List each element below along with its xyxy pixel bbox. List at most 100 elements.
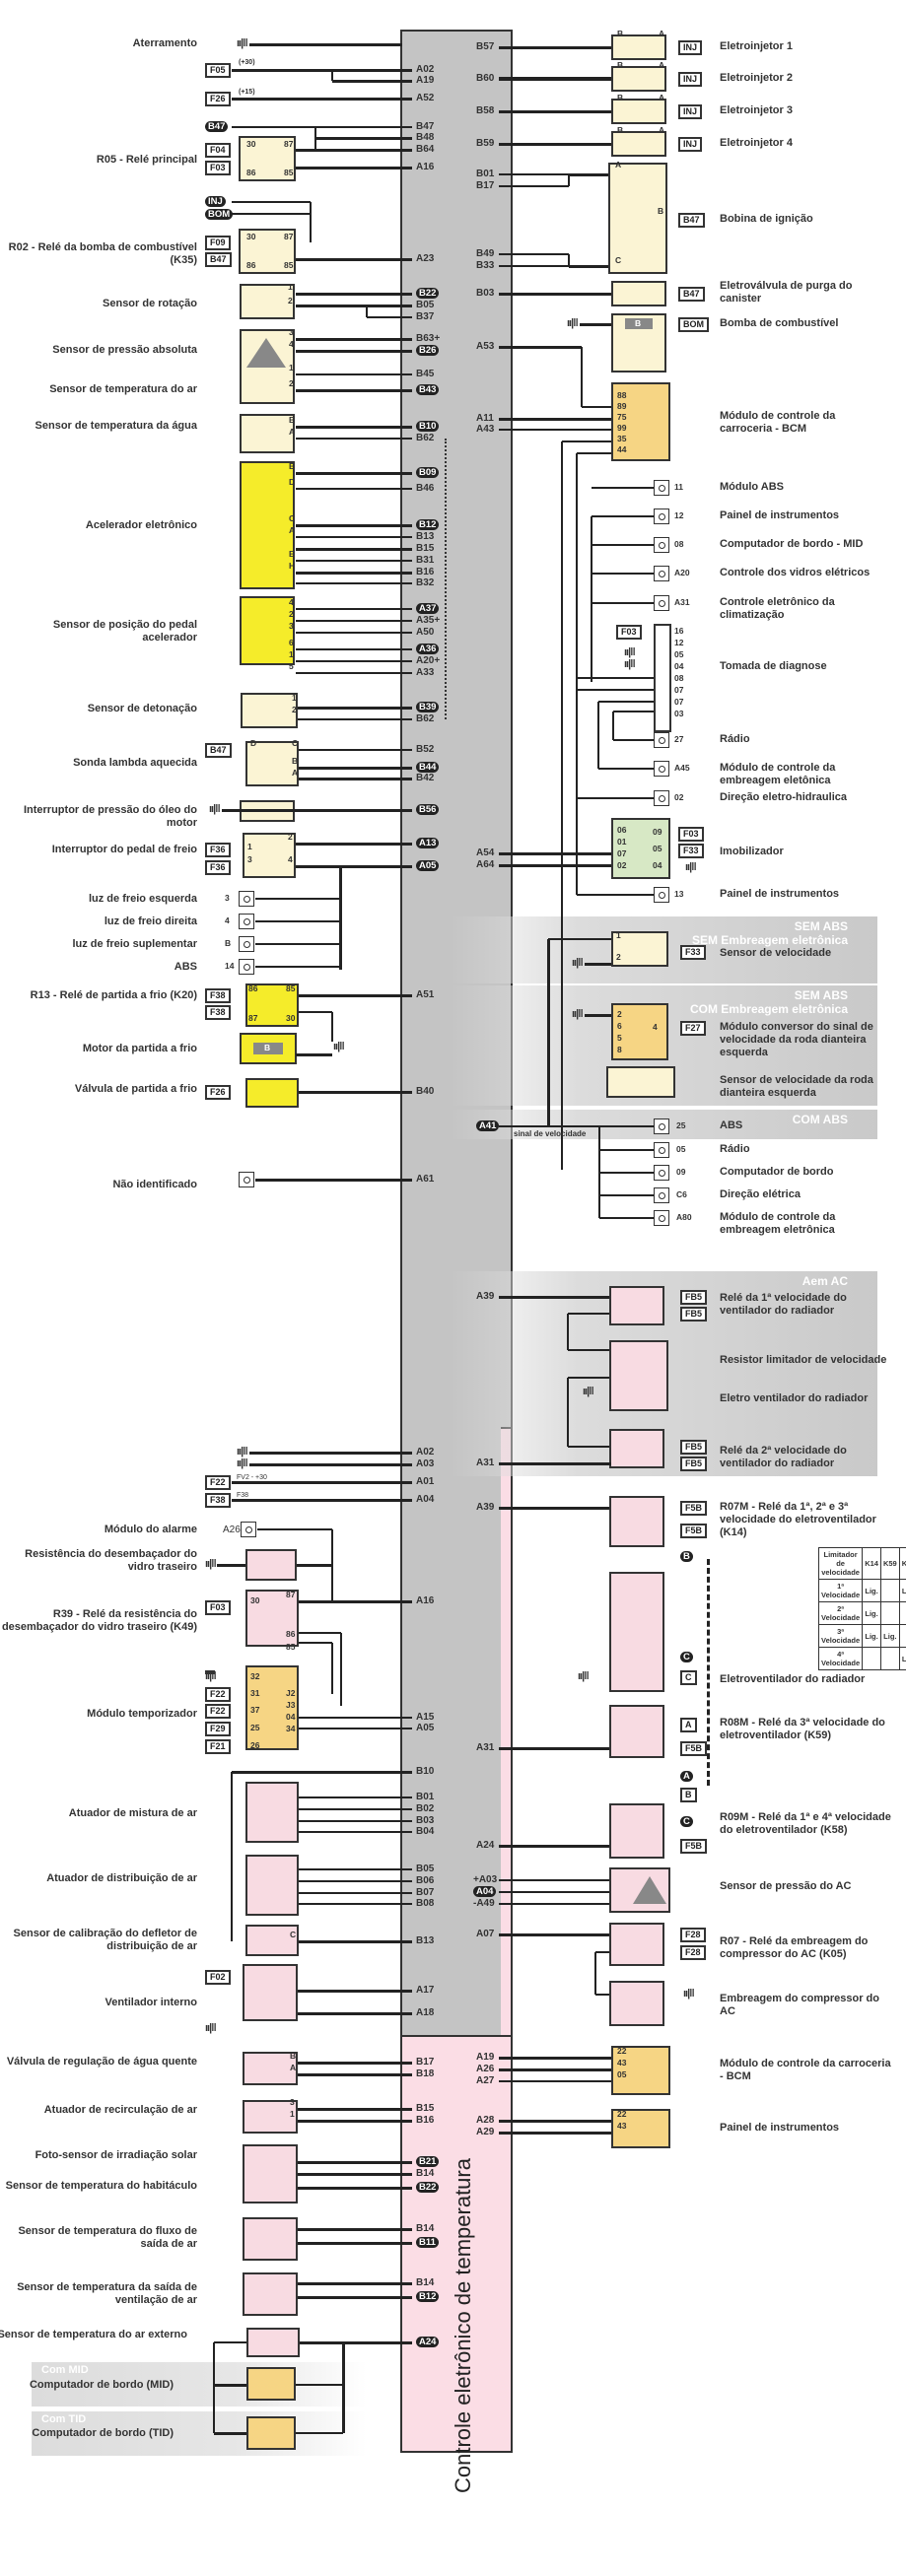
wire	[310, 202, 312, 242]
fuse-label: F27	[680, 1021, 706, 1036]
component-symbol	[239, 136, 296, 181]
terminal-number: E	[289, 549, 295, 559]
component-label: luz de freio direita	[104, 915, 197, 927]
wire	[568, 1377, 609, 1379]
wire	[299, 1011, 332, 1013]
connector-terminal	[654, 595, 669, 611]
terminal-number: 22	[617, 2046, 627, 2056]
wire	[298, 2072, 412, 2076]
fuse-label: F5B	[680, 1741, 708, 1756]
component-label: Atuador de distribuição de ar	[46, 1872, 197, 1884]
terminal-number: 86	[246, 168, 256, 177]
wire	[595, 1951, 609, 1953]
pin-label: A31	[476, 1742, 495, 1753]
terminal-number: B	[292, 756, 299, 766]
terminal-number: 05	[617, 2069, 627, 2079]
table-header: K14	[862, 1547, 881, 1580]
wire	[338, 866, 342, 970]
wire	[298, 1989, 412, 1993]
pin-label: B45	[416, 369, 435, 379]
table-header-row: Limitador de velocidadeK14K59K58Term.	[817, 1547, 906, 1580]
wire	[499, 417, 611, 421]
fuse-label: F09	[205, 236, 231, 250]
wire	[599, 1172, 654, 1174]
component-symbol	[240, 284, 295, 319]
wire	[232, 1770, 412, 1774]
terminal-number: 03	[674, 709, 684, 718]
pin-label: A54	[476, 847, 495, 858]
connector-oval: C	[680, 1652, 693, 1662]
terminal-number: 22	[617, 2109, 627, 2119]
pin-label: B10	[416, 421, 440, 432]
pin-label: B56	[416, 804, 440, 815]
pin-label: A18	[416, 2007, 435, 2018]
band-subtitle: COM Embreagem eletrônica	[689, 1002, 848, 1016]
component-label: R02 - Relé da bomba de combustível (K35)	[8, 241, 197, 266]
fuse-label: INJ	[678, 40, 703, 55]
component-label: Atuador de mistura de ar	[68, 1807, 197, 1819]
pin-label: B06	[416, 1875, 435, 1886]
wire	[298, 2119, 412, 2123]
component-label: Sensor de velocidade	[720, 947, 832, 959]
wire	[296, 373, 412, 375]
terminal-number: 1	[290, 2109, 295, 2119]
component-symbol	[609, 1496, 664, 1547]
pin-label: B05	[416, 300, 435, 310]
ground-icon: ıı|‖	[572, 957, 584, 969]
wire	[567, 1378, 569, 1447]
ground-icon: ıı|‖	[683, 1988, 695, 2000]
component-symbol	[611, 931, 668, 967]
wire	[548, 938, 611, 940]
pin-label: A02	[416, 1447, 435, 1457]
wire	[499, 253, 569, 255]
pin-label: B33	[476, 260, 495, 271]
wire	[296, 2432, 343, 2434]
wire	[296, 166, 412, 169]
connector-terminal	[654, 1187, 669, 1203]
terminal-number: 4	[653, 1022, 658, 1032]
wire	[592, 487, 654, 489]
component-symbol	[654, 624, 671, 732]
component-label: Eletroventilador do radiador	[720, 1673, 866, 1685]
component-symbol	[243, 2217, 298, 2261]
band-title: SEM ABS	[794, 919, 848, 933]
fuse-label: F03	[616, 625, 642, 640]
pin-label: B08	[416, 1898, 435, 1909]
wire	[296, 471, 412, 475]
ground-icon: ıı|‖	[685, 861, 697, 873]
wire	[257, 1528, 332, 1530]
fuse-label: B47	[205, 252, 232, 267]
wire	[255, 1178, 412, 1182]
wire	[296, 148, 412, 152]
wire	[612, 712, 614, 740]
terminal-number: 2	[289, 609, 294, 619]
pin-label: A24	[416, 2337, 440, 2347]
wire	[299, 1642, 332, 1644]
component-symbol	[609, 1705, 664, 1758]
component-label: R13 - Relé de partida a frio (K20)	[30, 989, 197, 1001]
terminal-number: B	[617, 29, 624, 38]
component-symbol	[245, 1782, 299, 1843]
ground-icon: ıı|‖	[572, 1008, 584, 1020]
wire	[298, 2061, 412, 2065]
terminal-number: C	[615, 255, 622, 265]
fuse-label: F5B	[680, 1524, 708, 1538]
component-symbol	[609, 1803, 664, 1859]
pin-label: B62	[416, 713, 435, 724]
terminal-number: 30	[246, 139, 256, 149]
wire	[499, 1891, 609, 1893]
wire	[299, 749, 412, 751]
note: (+30)	[239, 59, 255, 66]
wire	[214, 2431, 246, 2435]
component-label: Válvula de partida a frio	[74, 1083, 197, 1095]
component-symbol	[609, 1429, 664, 1468]
pin-label: A19	[476, 2052, 495, 2063]
pin-label: B63+	[416, 333, 441, 344]
component-symbol	[240, 414, 295, 453]
component-label: Interruptor de pressão do óleo do motor	[23, 804, 197, 829]
component-label: Sensor de pressão do AC	[720, 1880, 852, 1892]
pin-label: B15	[416, 2103, 435, 2114]
terminal-number: A	[292, 768, 299, 778]
component-label: R05 - Relé principal	[96, 154, 197, 166]
